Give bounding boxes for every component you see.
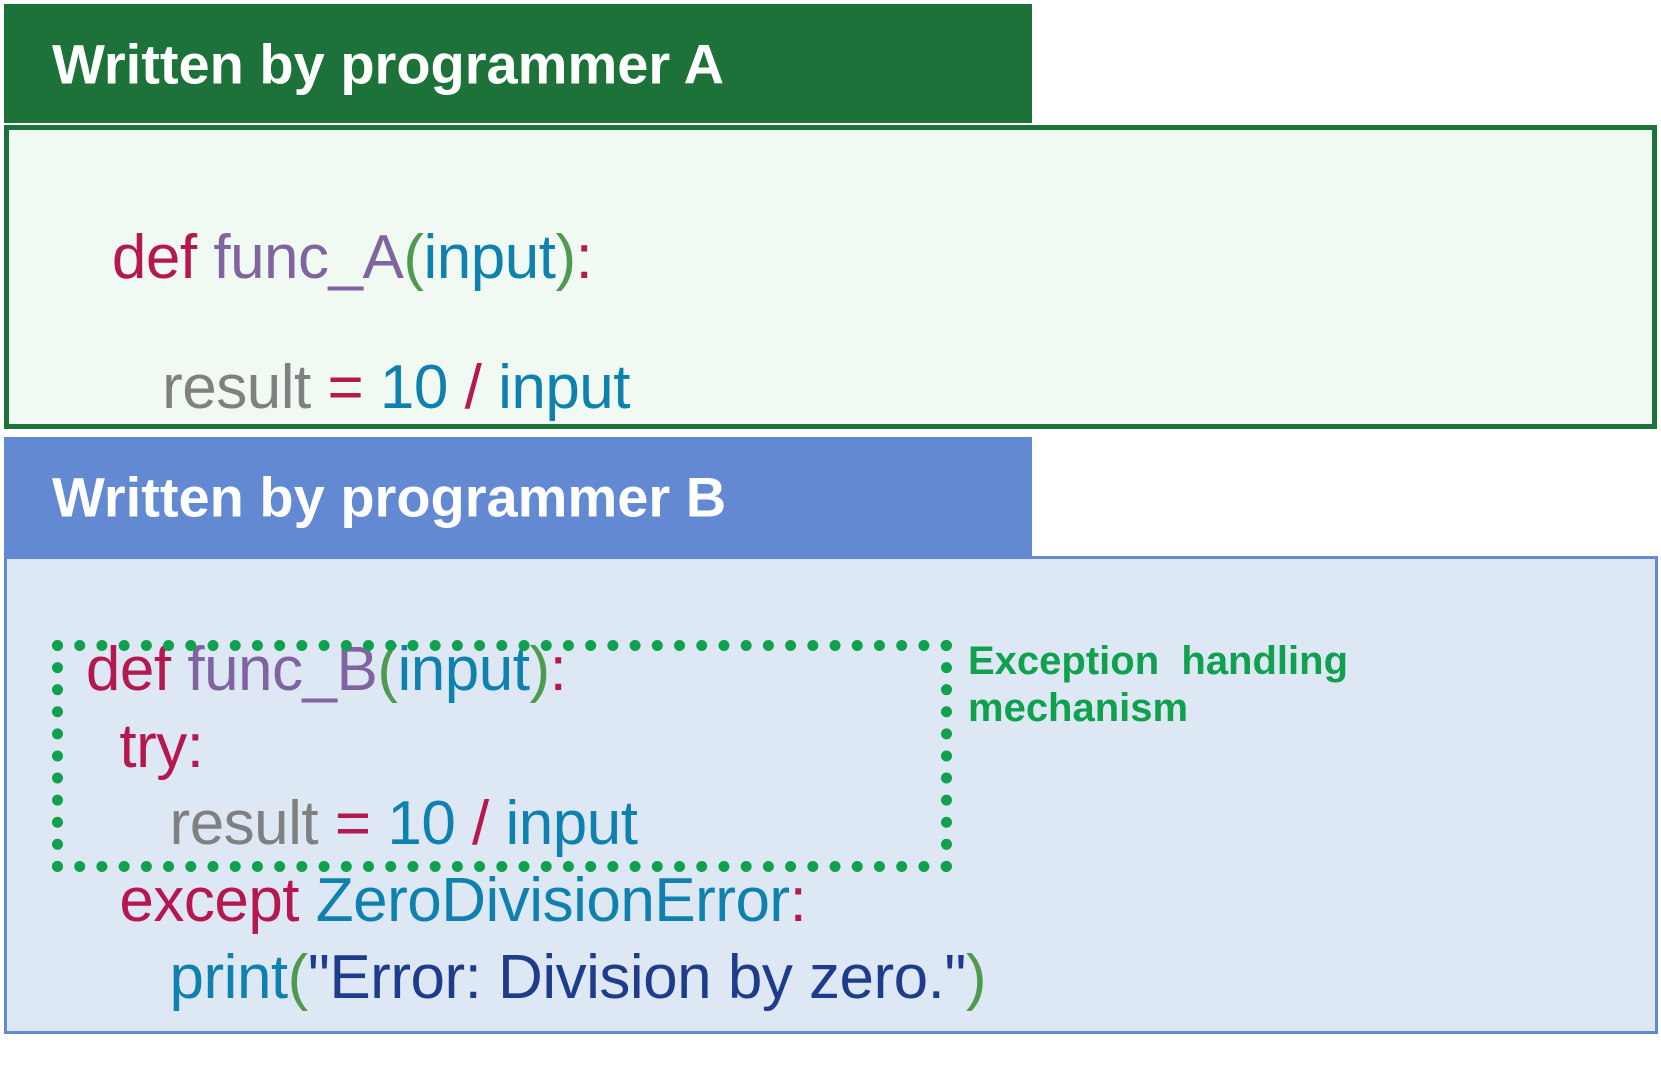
token-paren-close: )	[965, 943, 987, 1012]
token-paren-close: )	[529, 635, 550, 704]
token-space	[311, 353, 328, 422]
code-line-a-2: result = 10 / input	[45, 295, 630, 481]
code-line-b-3: result = 10 / input	[19, 731, 638, 917]
token-operator-assign: =	[327, 353, 364, 422]
token-colon: :	[549, 635, 567, 704]
token-paren-close: )	[555, 223, 576, 292]
code-line-a-1: def func_A(input):	[45, 165, 593, 351]
token-colon: :	[186, 712, 204, 781]
token-space	[448, 353, 465, 422]
panel-a-code-block: def func_A(input): result = 10 / input	[4, 125, 1657, 429]
token-arg-input: input	[498, 353, 631, 422]
token-colon: :	[575, 223, 593, 292]
token-variable-result: result	[162, 353, 311, 422]
token-keyword-except: except	[119, 866, 300, 935]
token-arg-input: input	[397, 635, 530, 704]
token-space	[197, 223, 214, 292]
token-function-print: print	[169, 943, 289, 1012]
token-number-10: 10	[379, 353, 448, 422]
token-arg-input: input	[423, 223, 556, 292]
token-function-name: func_A	[213, 223, 404, 292]
token-colon: :	[789, 866, 807, 935]
panel-a-header: Written by programmer A	[4, 4, 1032, 123]
token-operator-divide: /	[464, 353, 482, 422]
token-variable-result: result	[169, 789, 319, 858]
token-operator-assign: =	[334, 789, 371, 858]
token-keyword-def: def	[111, 223, 197, 292]
token-number-10: 10	[387, 789, 456, 858]
token-arg-input: input	[505, 789, 638, 858]
token-paren-open: (	[287, 943, 309, 1012]
token-operator-divide: /	[472, 789, 489, 858]
annotation-line-1: Exception handling	[968, 639, 1349, 683]
token-space	[363, 353, 380, 422]
token-keyword-try: try	[119, 712, 187, 781]
annotation-line-2: mechanism	[968, 686, 1189, 731]
token-string-literal: "Error: Division by zero."	[307, 943, 967, 1012]
exception-annotation: Exception handling mechanism	[968, 638, 1508, 732]
token-indent	[112, 353, 162, 422]
code-line-b-5: print("Error: Division by zero.")	[19, 885, 987, 1071]
token-space	[481, 353, 498, 422]
code-line-b-4: except ZeroDivisionError:	[19, 808, 806, 994]
panel-b-code-block: def func_B(input): try: result = 10 / in…	[4, 556, 1658, 1034]
panel-b-header: Written by programmer B	[4, 437, 1032, 556]
token-exception-name: ZeroDivisionError	[315, 866, 790, 935]
token-indent	[86, 943, 170, 1012]
panel-b-title: Written by programmer B	[52, 465, 727, 528]
token-function-name: func_B	[187, 635, 378, 704]
token-paren-open: (	[377, 635, 398, 704]
code-line-b-2: try:	[19, 654, 204, 840]
token-paren-open: (	[403, 223, 424, 292]
panel-a-title: Written by programmer A	[52, 32, 725, 95]
